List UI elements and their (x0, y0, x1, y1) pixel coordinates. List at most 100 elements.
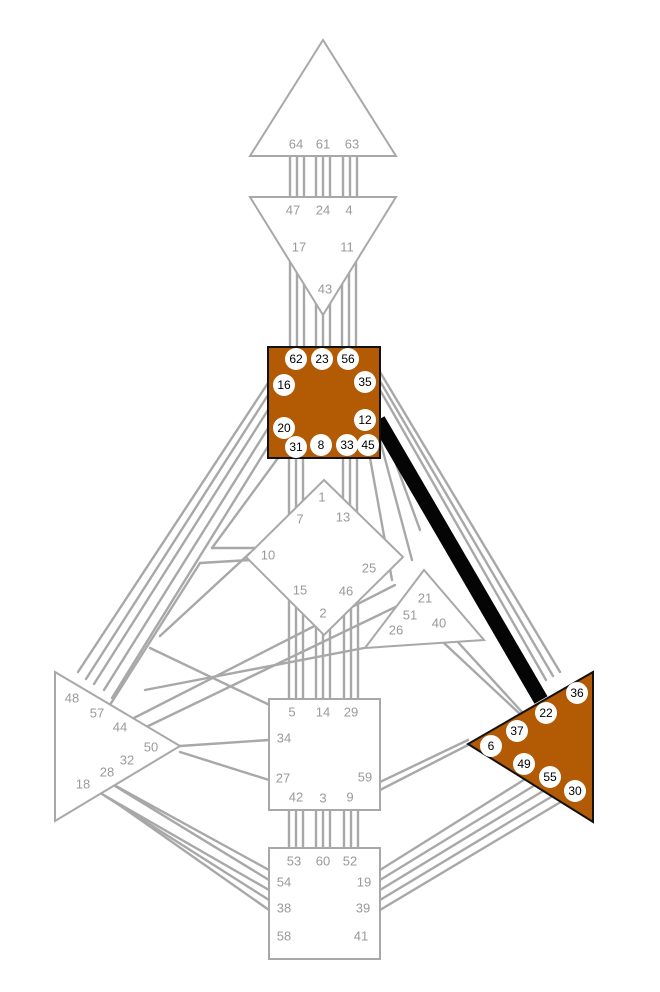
gate-15: 15 (293, 583, 307, 598)
gate-28: 28 (100, 765, 114, 780)
gate-3: 3 (319, 791, 326, 806)
gate-47-label: 47 (286, 203, 300, 218)
gate-45-badge (357, 434, 379, 456)
gate-4: 4 (345, 203, 352, 218)
gate-51-label: 51 (403, 608, 417, 623)
gate-23-label: 23 (315, 352, 329, 366)
gate-30-badge (564, 780, 586, 802)
ajna-center (248, 196, 398, 317)
gate-6-badge (480, 735, 502, 757)
gate-13: 13 (336, 510, 350, 525)
gate-24: 24 (316, 203, 330, 218)
channel-line (113, 784, 271, 882)
gate-61-label: 61 (316, 137, 330, 152)
gate-48: 48 (65, 691, 79, 706)
gate-56: 56 (337, 348, 359, 370)
gate-12-badge (354, 409, 376, 431)
gate-37-label: 37 (510, 724, 524, 738)
gate-16-label: 16 (277, 378, 291, 392)
gate-57-label: 57 (90, 706, 104, 721)
defined-channel-12-22 (371, 416, 548, 704)
gate-62-label: 62 (289, 352, 303, 366)
gate-55: 55 (539, 766, 561, 788)
gate-30: 30 (564, 780, 586, 802)
gate-42-label: 42 (289, 790, 303, 805)
gate-36-label: 36 (570, 686, 584, 700)
gate-52-label: 52 (343, 854, 357, 869)
gate-26: 26 (389, 623, 403, 638)
gate-62-badge (285, 348, 307, 370)
solar-plexus-center (466, 670, 594, 824)
channel-line (378, 798, 566, 912)
gate-39-label: 39 (356, 901, 370, 916)
gate-5-label: 5 (288, 705, 295, 720)
channel-line (210, 456, 280, 550)
channel-line (92, 408, 270, 686)
gate-3-label: 3 (319, 791, 326, 806)
gate-33-badge (336, 434, 358, 456)
gate-38: 38 (277, 901, 291, 916)
gate-4-label: 4 (345, 203, 352, 218)
channel-line (84, 393, 270, 681)
gate-42: 42 (289, 790, 303, 805)
gate-53-label: 53 (287, 854, 301, 869)
gate-19: 19 (357, 875, 371, 890)
gate-45: 45 (357, 434, 379, 456)
gate-37: 37 (506, 720, 528, 742)
gate-57: 57 (90, 706, 104, 721)
gate-44-label: 44 (113, 720, 127, 735)
head-center (248, 38, 398, 157)
gate-59: 59 (358, 770, 372, 785)
gate-30-label: 30 (568, 784, 582, 798)
gate-63: 63 (345, 137, 359, 152)
channel-line (103, 778, 271, 872)
gate-50: 50 (144, 740, 158, 755)
gate-6-label: 6 (488, 739, 495, 753)
gate-8: 8 (310, 434, 332, 456)
gate-43-label: 43 (318, 282, 332, 297)
gate-12: 12 (354, 409, 376, 431)
gate-55-label: 55 (543, 770, 557, 784)
gate-20-badge (273, 417, 295, 439)
gate-16: 16 (273, 374, 295, 396)
gate-60: 60 (316, 854, 330, 869)
gate-48-label: 48 (65, 691, 79, 706)
gate-36: 36 (566, 682, 588, 704)
gate-33-label: 33 (340, 438, 354, 452)
channel-line (378, 786, 550, 892)
gate-41-label: 41 (354, 929, 368, 944)
gate-35-label: 35 (358, 375, 372, 389)
gate-20-label: 20 (277, 421, 291, 435)
gate-9-label: 9 (346, 790, 353, 805)
gate-9: 9 (346, 790, 353, 805)
gate-51: 51 (403, 608, 417, 623)
gate-17-label: 17 (292, 240, 306, 255)
gate-23: 23 (311, 348, 333, 370)
gate-31-badge (285, 436, 307, 458)
gate-34-label: 34 (277, 731, 291, 746)
channel-line (143, 646, 366, 692)
gate-29: 29 (344, 705, 358, 720)
gate-39: 39 (356, 901, 370, 916)
gate-2-label: 2 (319, 606, 326, 621)
gate-55-badge (539, 766, 561, 788)
gate-34: 34 (277, 731, 291, 746)
channel-line (106, 561, 202, 710)
gate-41: 41 (354, 929, 368, 944)
gate-43: 43 (318, 282, 332, 297)
gate-19-label: 19 (357, 875, 371, 890)
gate-14-label: 14 (316, 705, 330, 720)
gate-37-badge (506, 720, 528, 742)
gate-8-badge (310, 434, 332, 456)
gate-40: 40 (432, 616, 446, 631)
gate-49: 49 (513, 753, 535, 775)
gate-6: 6 (480, 735, 502, 757)
gate-1: 1 (318, 490, 325, 505)
gate-50-label: 50 (144, 740, 158, 755)
gate-23-badge (311, 348, 333, 370)
channel-line (76, 381, 270, 674)
gate-20: 20 (273, 417, 295, 439)
channel-line (178, 738, 271, 748)
gate-10-label: 10 (261, 548, 275, 563)
